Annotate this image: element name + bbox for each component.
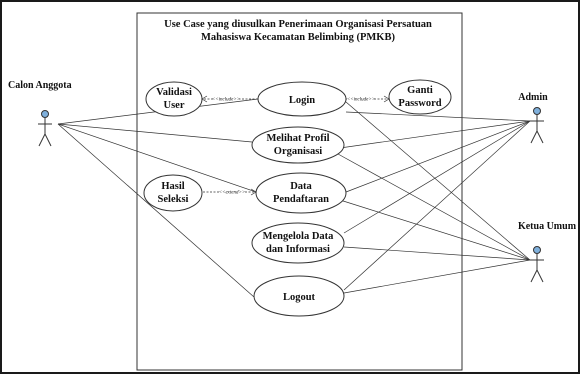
assoc-ketua-login xyxy=(345,101,531,261)
use-case-logout-label: Logout xyxy=(283,292,316,303)
assoc-calon-data-pendaftaran xyxy=(57,123,257,193)
actor-calon-anggota-label: Calon Anggota xyxy=(8,80,72,91)
assoc-ketua-data-pendaftaran xyxy=(339,199,531,261)
stereotype-include-validasi: <<include>> xyxy=(212,98,240,103)
diagram-title-line1: Use Case yang diusulkan Penerimaan Organ… xyxy=(164,19,432,30)
diagram-title-line2: Mahasiswa Kecamatan Belimbing (PMKB) xyxy=(201,32,395,43)
use-case-mengelola-data-line1: Mengelola Data xyxy=(263,231,335,242)
use-case-logout-shape xyxy=(253,275,345,317)
use-case-ganti-password-line1: Ganti xyxy=(407,85,433,96)
use-case-melihat-profil-line2: Organisasi xyxy=(274,146,323,157)
actor-admin-figure xyxy=(530,107,544,144)
use-case-ganti-password-line2: Password xyxy=(398,98,441,109)
use-case-login-label: Login xyxy=(289,95,315,106)
assoc-admin-data-pendaftaran xyxy=(345,120,531,193)
use-case-validasi-user-line2: User xyxy=(164,100,185,111)
use-case-ganti-password-shape xyxy=(388,79,452,115)
actor-calon-anggota[interactable]: Calon Anggota xyxy=(8,80,72,147)
assoc-admin-mengelola-data xyxy=(343,120,531,234)
use-case-ganti-password[interactable]: Ganti Password xyxy=(388,79,452,115)
assoc-admin-melihat-profil xyxy=(339,120,531,149)
use-case-melihat-profil-line1: Melihat Profil xyxy=(266,133,329,144)
associations xyxy=(57,98,531,298)
use-case-data-pendaftaran-shape xyxy=(255,172,347,214)
stereotype-extend-hasil: <<extend>> xyxy=(219,191,246,196)
use-case-validasi-user-line1: Validasi xyxy=(156,87,192,98)
actor-admin[interactable]: Admin xyxy=(518,92,548,144)
use-case-melihat-profil[interactable]: Melihat Profil Organisasi xyxy=(251,126,345,164)
use-case-hasil-seleksi-line1: Hasil xyxy=(161,181,184,192)
use-case-mengelola-data-shape xyxy=(251,222,345,264)
actor-ketua-umum[interactable]: Ketua Umum xyxy=(518,221,577,283)
use-case-login[interactable]: Login xyxy=(257,81,347,117)
use-case-validasi-user-shape xyxy=(145,81,203,117)
use-case-mengelola-data-line2: dan Informasi xyxy=(266,244,330,255)
assoc-ketua-melihat-profil xyxy=(337,153,531,261)
assoc-admin-logout xyxy=(343,120,531,291)
use-case-logout[interactable]: Logout xyxy=(253,275,345,317)
actor-ketua-umum-figure xyxy=(530,246,544,283)
assoc-admin-login xyxy=(345,111,531,122)
actor-calon-anggota-figure xyxy=(38,110,52,147)
actor-admin-label: Admin xyxy=(518,92,548,103)
use-case-hasil-seleksi[interactable]: Hasil Seleksi xyxy=(143,174,203,212)
actor-ketua-umum-label: Ketua Umum xyxy=(518,221,577,232)
use-case-validasi-user[interactable]: Validasi User xyxy=(145,81,203,117)
assoc-calon-melihat-profil xyxy=(57,123,253,143)
system-boundary xyxy=(136,12,463,371)
use-case-melihat-profil-shape xyxy=(251,126,345,164)
assoc-ketua-mengelola-data xyxy=(343,246,531,261)
use-case-data-pendaftaran[interactable]: Data Pendaftaran xyxy=(255,172,347,214)
use-case-login-shape xyxy=(257,81,347,117)
use-case-mengelola-data[interactable]: Mengelola Data dan Informasi xyxy=(251,222,345,264)
assoc-ketua-logout xyxy=(343,259,531,294)
use-case-hasil-seleksi-shape xyxy=(143,174,203,212)
use-case-hasil-seleksi-line2: Seleksi xyxy=(158,194,189,205)
stereotype-include-ganti: <<include>> xyxy=(347,98,375,103)
assoc-calon-logout xyxy=(57,123,255,298)
use-case-data-pendaftaran-line1: Data xyxy=(290,181,312,192)
use-case-data-pendaftaran-line2: Pendaftaran xyxy=(273,194,329,205)
